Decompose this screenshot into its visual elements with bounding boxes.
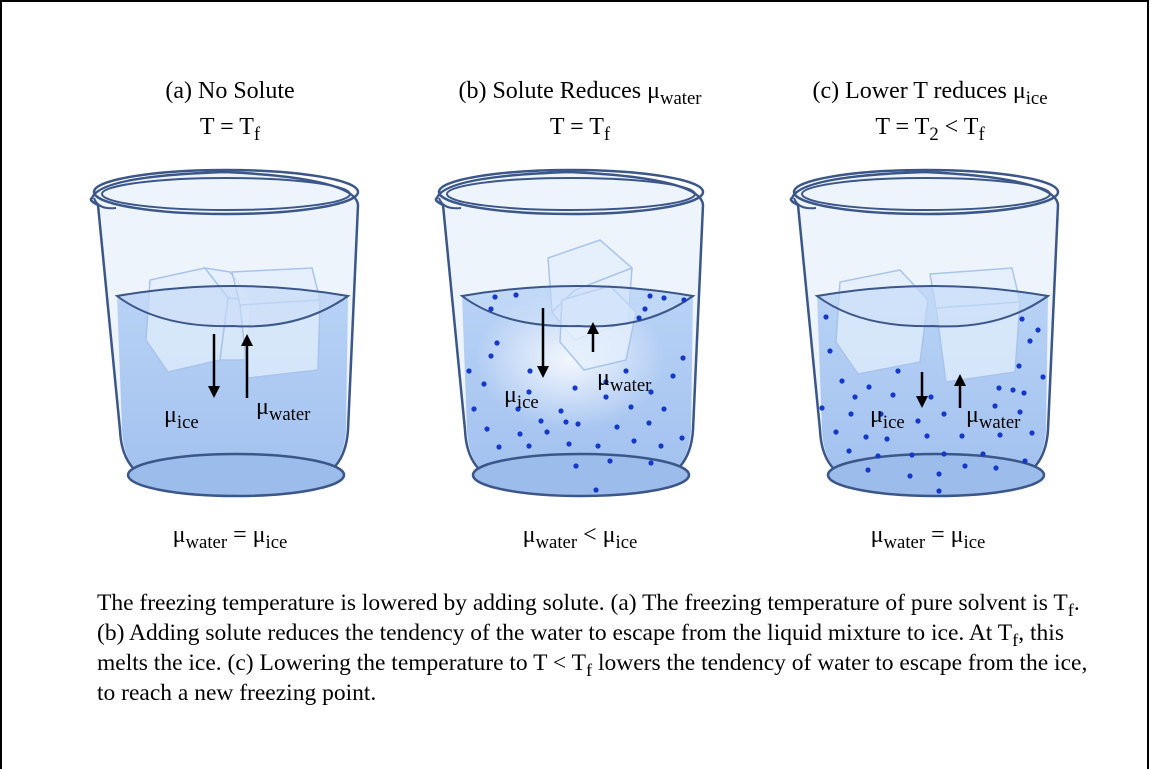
panel-a-equation: μwater = μice: [172, 522, 288, 553]
panel-a-mu-ice-label: μice: [164, 402, 199, 433]
solute-particles-c: [819, 314, 1046, 494]
panel-a-temperature: T = Tf: [199, 114, 261, 145]
panel-a-mu-water-label: μwater: [256, 394, 311, 425]
beaker-a: [89, 168, 360, 498]
panel-b-mu-water-label: μwater: [597, 365, 652, 396]
panel-b-temperature: T = Tf: [549, 114, 611, 145]
panel-c-title: (c) Lower T reduces μice: [812, 78, 1048, 109]
panel-c-mu-ice-label: μice: [870, 402, 905, 433]
panel-b-mu-ice-label: μice: [504, 382, 539, 413]
panel-c-temperature: T = T2 < Tf: [875, 114, 985, 145]
panel-b-equation: μwater < μice: [522, 522, 638, 553]
panel-b-title: (b) Solute Reduces μwater: [458, 78, 702, 109]
beaker-c: [789, 168, 1060, 498]
panel-a-title: (a) No Solute: [165, 78, 295, 104]
panel-c-mu-water-label: μwater: [966, 402, 1021, 433]
beaker-b: [434, 168, 705, 498]
panel-c-equation: μwater = μice: [870, 522, 986, 553]
figure-caption: The freezing temperature is lowered by a…: [97, 590, 1088, 706]
solute-particles-b: [466, 292, 687, 493]
